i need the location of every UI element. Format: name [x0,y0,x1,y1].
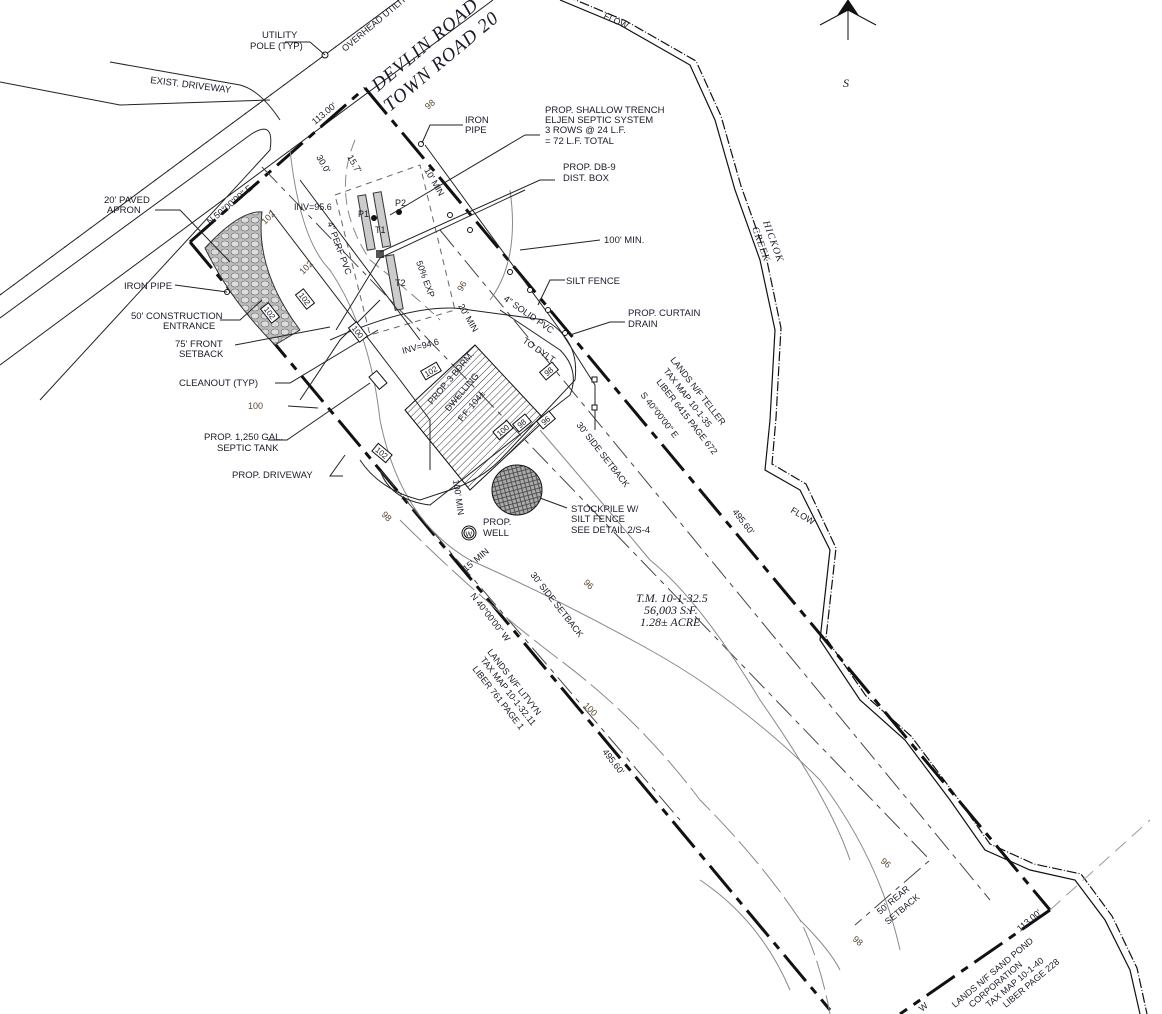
rear-line-extension [1049,819,1151,911]
test-pit-p1-icon [371,215,377,221]
curtain-drain [329,307,577,501]
invert-label: INV=95.6 [294,202,332,212]
lot-area-sf: 56,003 S.F. [644,603,698,617]
septic-expansion-area [334,164,456,336]
annotation-text: P1 [358,209,369,219]
right-side-setback [439,229,991,901]
flow-label: FLOW [789,505,817,527]
annotation-text: T1 [375,225,386,235]
annotation-text: 100' MIN [451,479,466,516]
annotation-text: 102 [297,259,315,277]
annotation-text: SILT FENCE [571,514,625,525]
annotation-text: T2 [395,278,406,288]
silt-fence-label: SILT FENCE [566,276,620,287]
silt-fence-posts [447,212,598,411]
annotation-text: 15' MIN [461,546,491,573]
trench-row-1 [357,194,376,251]
annotation-text: 100 [582,700,600,718]
annotation-text: INV=94.6 [401,336,440,355]
annotation-text: 20' MIN [456,302,480,334]
annotation-text: W [466,532,473,539]
septic-tank-label: PROP. 1,250 GAL. [204,432,283,443]
left-property-line [188,241,832,1011]
annotation-text: 98 [851,934,865,948]
annotation-text: DIST. BOX [563,173,610,184]
annotation-text: 102 [259,209,277,227]
septic-field [299,164,526,401]
annotation-text: TO DYLT. [521,335,558,365]
annotation-text: POLE (TYP) [250,41,303,52]
existing-driveway-edge-1 [109,61,281,121]
lot-area-acre: 1.28± ACRE [640,615,701,629]
well-icon: W [461,525,477,541]
stockpile-icon [491,464,543,516]
construction-entrance-label: 50' CONSTRUCTION [131,311,223,322]
north-arrow-icon: S [819,0,877,90]
exist-driveway-label: EXIST. DRIVEWAY [150,75,233,96]
annotation-text: APRON [107,205,141,216]
annotation-text: 4" PERF PVC [325,220,354,276]
trench-row-3 [385,254,404,311]
annotation-text: 96 [879,856,893,870]
hundred-min-label: 100' MIN. [604,235,644,246]
annotation-text: 96 [455,279,469,293]
annotation-text: SEE DETAIL 2/S-4 [571,525,650,536]
annotation-text: WELL [483,528,509,539]
annotation-text: 98 [380,509,394,523]
front-property-line [189,86,366,244]
overhead-utility-wire [0,0,400,296]
annotation-text: 50% EXP [414,259,437,299]
septic-tank-icon [368,369,388,391]
annotation-text: P2 [395,198,406,208]
trench-row-2 [372,191,392,248]
annotation-text: ENTRANCE [163,321,215,332]
annotation-text: PIPE [465,125,487,136]
contour-tags: 102 102 100 102 98 100 98 96 102 [259,288,560,464]
iron-pipe-label: IRON PIPE [124,281,172,292]
prop-driveway-label: PROP. DRIVEWAY [232,470,313,481]
iron-pipe-label: IRON [465,115,489,126]
annotation-text: SEPTIC TANK [217,443,279,454]
paved-apron-label: 20' PAVED [104,195,150,206]
right-distance: 495.60' [730,507,756,536]
stockpile-label: STOCKPILE W/ [571,504,639,515]
flow-label: FLOW [602,11,630,31]
annotation-text: SETBACK [179,349,224,360]
distribution-box-icon [376,250,384,258]
annotations: UTILITY POLE (TYP) EXIST. DRIVEWAY 20' P… [104,30,708,629]
rear-property-line [899,908,1051,1014]
septic-system-label: PROP. SHALLOW TRENCH [545,105,665,116]
prop-well-label: PROP. [483,517,511,528]
lot-tax-map: T.M. 10-1-32.5 [636,591,708,605]
cleanout-label: CLEANOUT (TYP) [179,378,258,389]
annotation-text: 3 ROWS @ 24 L.F. [545,125,626,136]
annotation-text: 96 [582,577,596,591]
rear-distance: 113.00' [1015,907,1044,933]
annotation-text: DRAIN [628,319,658,330]
property-lines [188,86,1151,1014]
right-property-line [363,87,1052,911]
side-setback-label: 30' SIDE SETBACK [528,570,585,639]
contour-lines [289,139,901,1014]
setback-lines [261,166,991,926]
curtain-drain-label: PROP. CURTAIN [628,308,700,319]
road-edges [0,0,494,401]
annotation-text: 30.0' [314,153,332,175]
annotation-text: 100 [248,401,263,411]
north-label: S [843,76,850,90]
annotation-text: = 72 L.F. TOTAL [545,136,614,147]
septic-pipe [299,189,526,401]
front-setback-label: 75' FRONT [175,339,223,350]
utility-pole-label: UTILITY [262,30,298,41]
dist-box-label: PROP. DB-9 [563,162,616,173]
side-setback-label: 30' SIDE SETBACK [574,420,631,489]
existing-driveway-edge-2 [0,81,271,106]
construction-entrance [204,211,301,346]
annotation-text: 98 [423,97,437,111]
annotation-text: ELJEN SEPTIC SYSTEM [545,115,653,126]
hickok-creek [559,0,1148,1014]
leader-lines [155,41,625,509]
overhead-utility-label: OVERHEAD UTILITY [340,0,413,54]
